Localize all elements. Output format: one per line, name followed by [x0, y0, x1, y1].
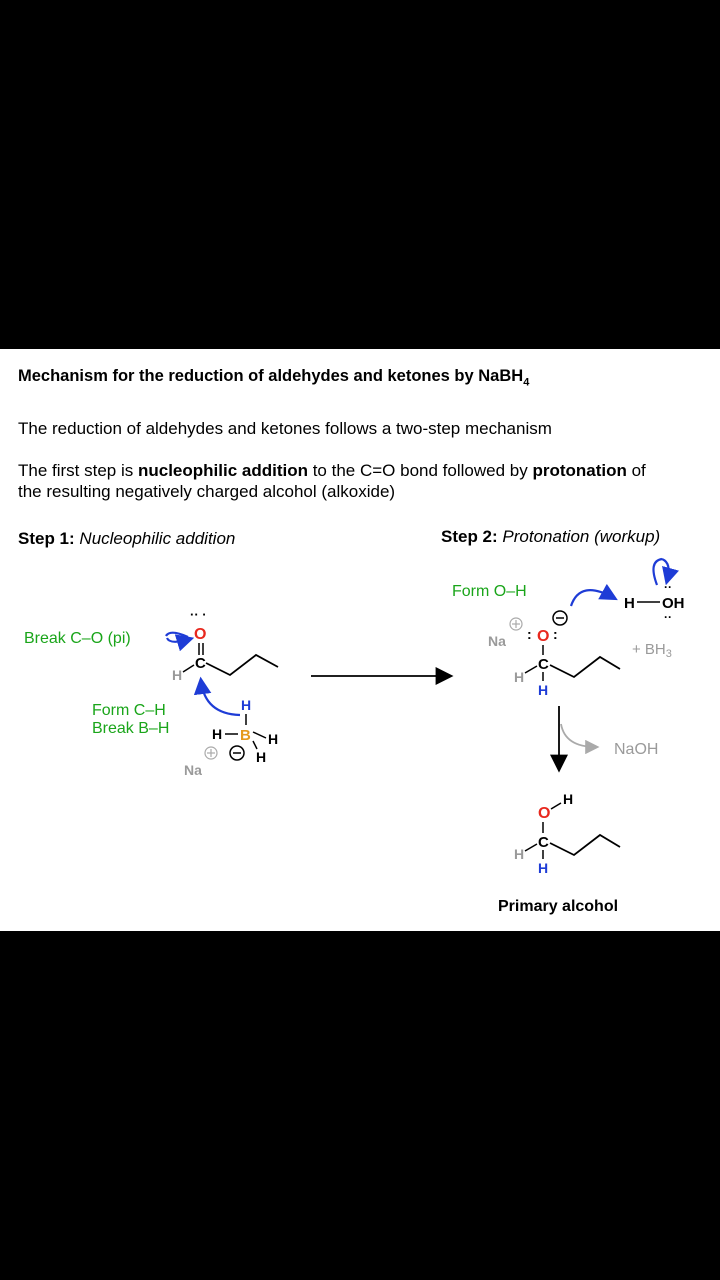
svg-text::: : — [553, 626, 558, 642]
svg-text:H: H — [624, 595, 635, 612]
curved-arrow-co-icon — [165, 631, 189, 639]
minus-charge-icon — [229, 745, 245, 761]
naoh-label: NaOH — [614, 741, 658, 758]
svg-text:·· ·: ·· · — [190, 607, 207, 622]
bh3-label: + BH3 — [632, 641, 672, 660]
plus-charge-icon-2 — [509, 617, 523, 631]
borohydride: H H B H H Na — [184, 697, 278, 778]
alkoxide-oxygen: O — [537, 628, 549, 645]
content-panel: Mechanism for the reduction of aldehydes… — [0, 349, 720, 931]
paragraph-line-1: The first step is nucleophilic addition … — [18, 461, 646, 480]
intro-text: The reduction of aldehydes and ketones f… — [18, 419, 552, 438]
svg-text:H: H — [514, 669, 524, 685]
step1-heading: Step 1: Nucleophilic addition — [18, 529, 236, 548]
svg-text:H: H — [268, 731, 278, 747]
boron-atom: B — [240, 727, 251, 744]
form-ch-label: Form C–H — [92, 702, 166, 719]
svg-text:··: ·· — [664, 580, 672, 594]
step2-heading: Step 2: Protonation (workup) — [441, 527, 661, 546]
svg-text:H: H — [514, 846, 524, 862]
svg-text:H: H — [212, 726, 222, 742]
form-oh-label: Form O–H — [452, 583, 527, 600]
propyl-chain — [205, 653, 279, 677]
svg-text:C: C — [538, 656, 549, 673]
mechanism-diagram: Break C–O (pi) O ·· · C H Form C–H Break… — [24, 557, 685, 915]
sodium-label: Na — [184, 762, 202, 778]
carbon-atom: C — [195, 655, 206, 672]
svg-text:H: H — [241, 697, 251, 713]
water-oh: OH — [662, 595, 685, 612]
aldehyde-molecule: Break C–O (pi) O ·· · C H Form C–H Break… — [24, 607, 279, 737]
svg-text:H: H — [538, 682, 548, 698]
primary-alcohol-label: Primary alcohol — [498, 898, 618, 915]
sodium-label-2: Na — [488, 633, 506, 649]
primary-alcohol-product: O H C H H — [514, 791, 621, 876]
alkoxide-intermediate: Form O–H H OH ·· ·· + BH3 Na O : : C H H — [452, 557, 685, 698]
svg-text::: : — [527, 626, 532, 642]
svg-text:C: C — [538, 834, 549, 851]
byproduct-arrow-icon — [560, 723, 600, 755]
page-title: Mechanism for the reduction of aldehydes… — [18, 367, 530, 389]
oxygen-atom: O — [194, 626, 206, 643]
break-co-label: Break C–O (pi) — [24, 630, 131, 647]
svg-text:H: H — [563, 791, 573, 807]
break-bh-label: Break B–H — [92, 720, 169, 737]
aldehyde-h: H — [172, 667, 182, 683]
svg-text:H: H — [256, 749, 266, 765]
curved-arrow-oh-icon — [569, 583, 618, 607]
minus-charge-icon-2 — [552, 610, 568, 626]
svg-text:··: ·· — [664, 610, 672, 624]
curved-arrow-water-icon — [652, 557, 663, 586]
plus-charge-icon — [204, 746, 218, 760]
svg-text:O: O — [538, 805, 550, 822]
paragraph-line-2: the resulting negatively charged alcohol… — [18, 482, 396, 501]
svg-text:H: H — [538, 860, 548, 876]
curved-arrow-ch-icon — [193, 676, 241, 717]
